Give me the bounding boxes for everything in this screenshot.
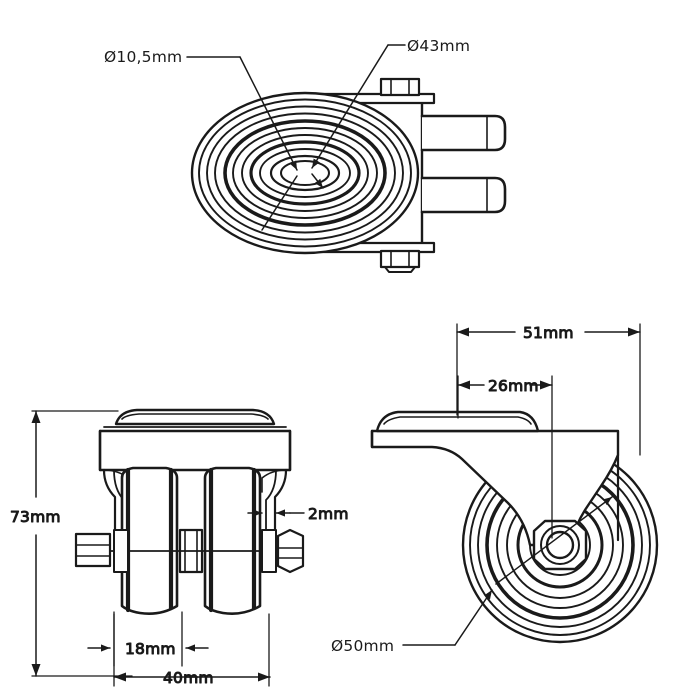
top-view [186,44,507,273]
wheel-width-label: 18mm [125,640,176,658]
front-view: 73mm 2mm 18mm 40m [10,408,349,688]
plate-length-label: 51mm [523,324,574,342]
wheel-diameter-label: Ø50mm [331,637,394,655]
side-view: 51mm 26mm [370,323,659,646]
overall-width-label: 40mm [163,669,214,687]
dimension-height [31,410,133,677]
front-view-wheel-right [203,466,262,615]
top-view-hex-nut-upper [379,77,421,97]
front-view-nut-right [276,528,305,574]
front-view-top-plate [114,408,276,426]
offset-label: 26mm [488,377,539,395]
top-view-axle-lower [420,176,507,214]
leader-wheel-diameter [402,496,613,646]
top-view-wheel-rings [190,91,420,255]
hub-diameter-label: Ø43mm [407,37,470,55]
hole-diameter-label: Ø10,5mm [104,48,182,66]
dimension-overall-width [113,613,271,687]
side-view-top-plate [375,410,540,433]
height-label: 73mm [10,508,61,526]
dimension-plate-length [456,323,641,456]
top-view-hex-nut-lower [379,249,421,273]
side-view-hex-nut [532,519,588,571]
front-view-axle [97,529,297,573]
gap-label: 2mm [308,505,349,523]
top-view-axle-upper [420,114,507,152]
front-view-wheel-left [120,466,179,615]
front-view-bracket [98,426,292,472]
dimension-offset [457,375,553,539]
front-view-bolt-left [74,532,112,568]
leader-hub-diameter [311,44,406,189]
leader-hole-diameter [186,56,298,231]
